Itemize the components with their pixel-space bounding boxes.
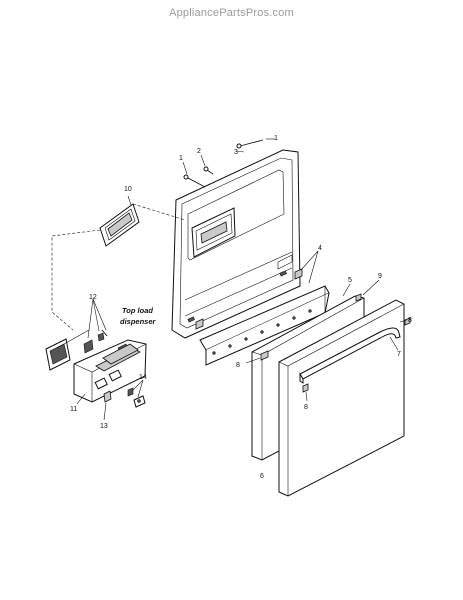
callout-6: 6 — [260, 473, 264, 480]
callout-1-top: 1 — [274, 135, 278, 142]
note-line-2: dispenser — [120, 317, 157, 326]
callout-12: 12 — [89, 294, 97, 301]
screw-center — [206, 169, 214, 175]
callout-10: 10 — [124, 186, 132, 193]
callout-7: 7 — [397, 351, 401, 358]
callout-14: 14 — [139, 374, 147, 381]
assembly-guide-lines — [51, 203, 186, 331]
door-front-panel — [278, 299, 405, 497]
inner-door-panel — [171, 149, 301, 339]
note-line-1: Top load — [122, 306, 153, 315]
door-handle — [299, 327, 401, 384]
callout-11: 11 — [70, 406, 77, 413]
hinge-bracket-strip — [195, 250, 330, 366]
dispenser-gasket — [99, 195, 140, 247]
callout-8-right: 8 — [408, 317, 412, 324]
door-screws — [182, 138, 275, 188]
callout-8-left: 8 — [236, 362, 240, 369]
handle-screws — [245, 279, 411, 402]
callout-5: 5 — [348, 277, 352, 284]
callout-9: 9 — [378, 273, 382, 280]
callout-labels: 1 1 2 3 4 5 6 7 8 8 8 9 10 11 12 13 14 T… — [70, 135, 412, 480]
callout-8-bottom: 8 — [304, 404, 308, 411]
screw-top — [239, 139, 264, 147]
detergent-dispenser — [45, 298, 147, 405]
callout-4: 4 — [318, 245, 322, 252]
callout-2: 2 — [197, 148, 201, 155]
small-dispenser-parts — [103, 379, 146, 421]
screw-left — [187, 177, 206, 188]
callout-1-left: 1 — [179, 155, 183, 162]
callout-3: 3 — [234, 149, 238, 156]
watermark: AppliancePartsPros.com — [169, 7, 294, 19]
callout-13: 13 — [100, 423, 108, 430]
